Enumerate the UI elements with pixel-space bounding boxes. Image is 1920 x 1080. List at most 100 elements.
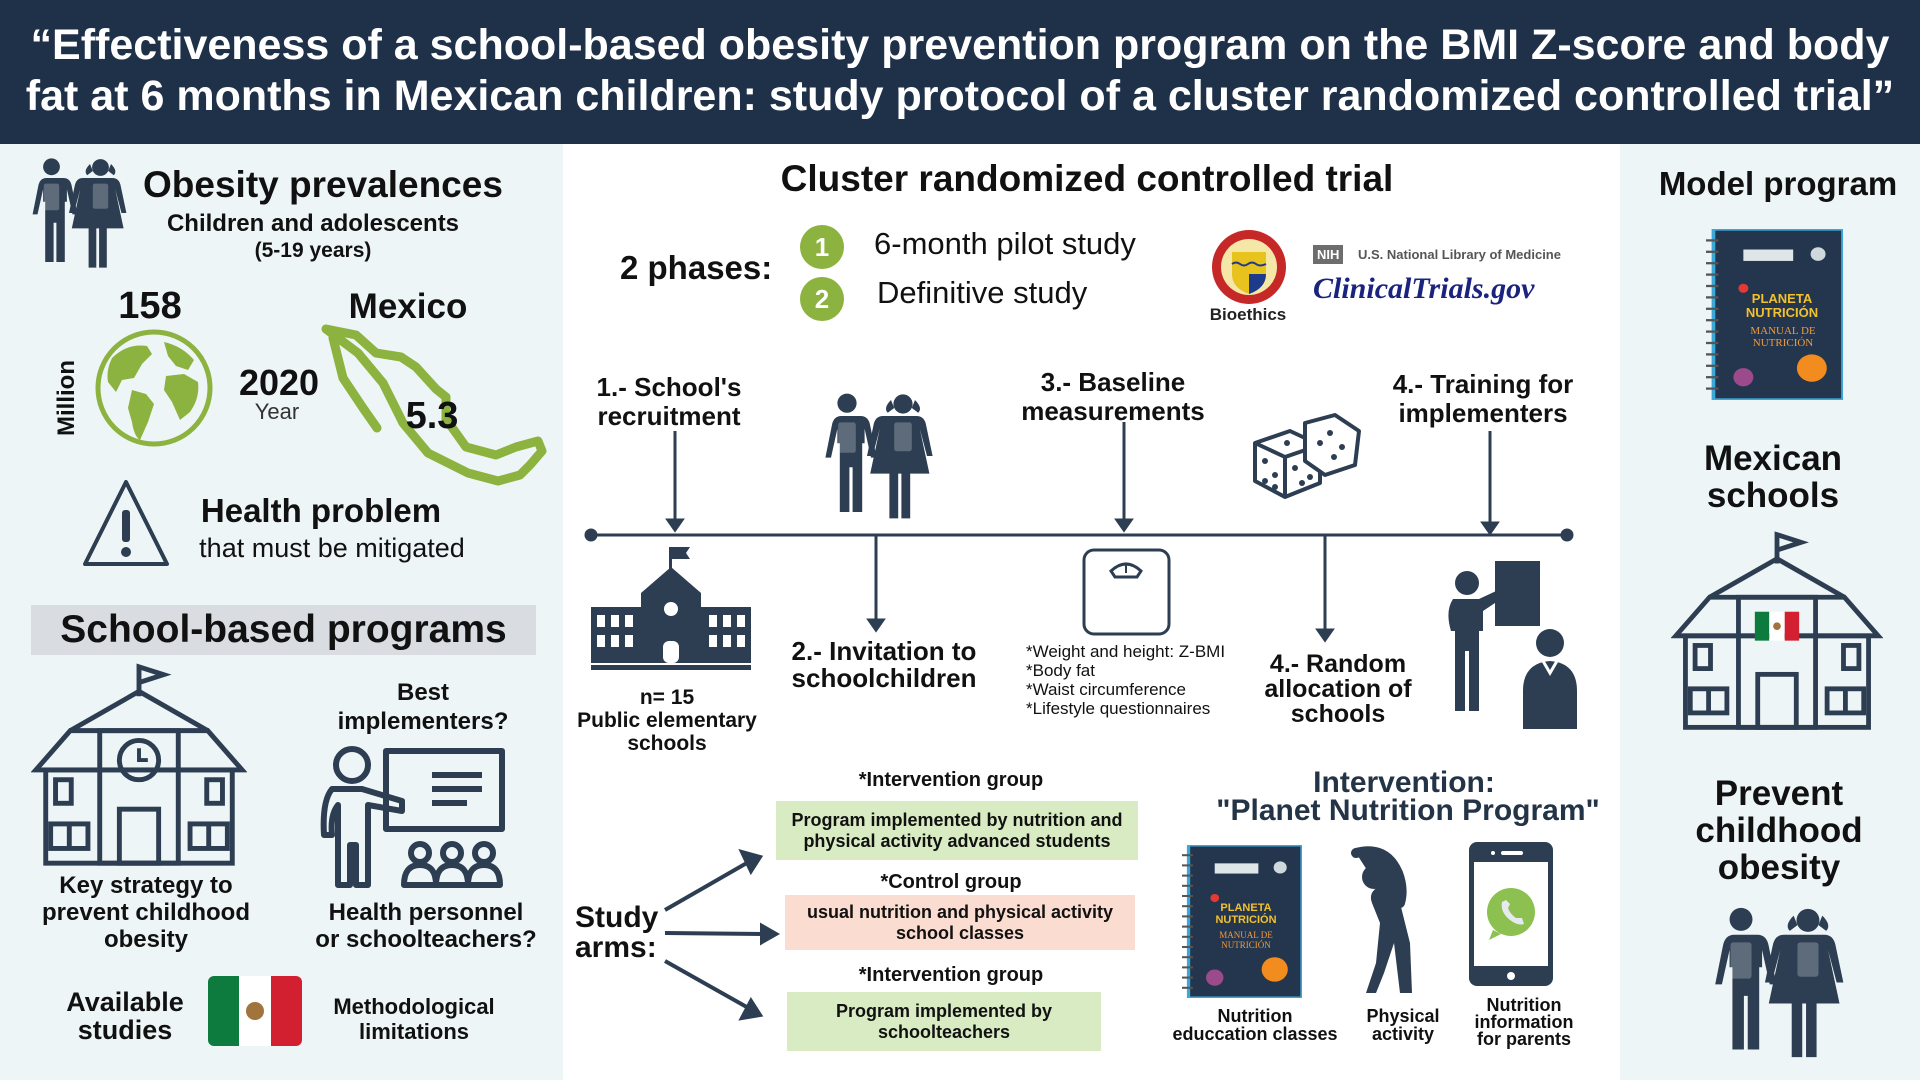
title-banner: “Effectiveness of a school-based obesity… — [0, 0, 1920, 144]
phase-label: Definitive study — [877, 275, 1088, 310]
key-strategy-line: prevent childhood — [41, 899, 251, 926]
health-problem-subtitle: that must be mitigated — [199, 533, 465, 563]
phase-number-badge: 1 — [800, 225, 844, 269]
mexico-map-icon — [321, 324, 547, 486]
prevalence-title: Obesity prevalences — [143, 164, 503, 205]
step-3-line: 3.- Baseline — [1040, 367, 1186, 397]
arm-label: *Control group — [880, 871, 1022, 893]
step-4-training-line: implementers — [1398, 398, 1568, 428]
globe-icon — [95, 329, 213, 447]
key-strategy-line: Key strategy to — [59, 872, 233, 899]
mexico-flag-icon — [208, 976, 302, 1046]
teacher-icon — [320, 746, 505, 888]
study-arms-label: Study arms: — [575, 903, 658, 963]
whatsapp-phone-icon — [1469, 842, 1553, 986]
mexican-schools-line: Mexican — [1703, 439, 1843, 478]
mexican-schools-title: Mexican schools — [1704, 440, 1842, 514]
children-icon — [1715, 907, 1844, 1058]
prevent-obesity-title: Prevent childhood obesity — [1695, 775, 1862, 886]
step-4-training-line: 4.- Training for — [1392, 369, 1574, 399]
phase-label: 6-month pilot study — [874, 226, 1136, 261]
arm-description-line: usual nutrition and physical activity — [806, 901, 1114, 922]
prevent-obesity-line: Prevent — [1714, 774, 1844, 813]
health-personnel-text: Health personnel or schoolteachers? — [315, 899, 536, 953]
mexican-schools-line: schools — [1706, 476, 1840, 515]
step-2-label: 2.- Invitation to schoolchildren — [792, 638, 977, 692]
phase-number-badge: 2 — [800, 277, 844, 321]
methodological-line: Methodological — [333, 994, 495, 1019]
schools-count-line: Public elementary — [577, 709, 757, 732]
step-4-training-label: 4.- Training for implementers — [1393, 370, 1574, 428]
component-label-line: educcation classes — [1172, 1024, 1338, 1044]
model-program-title: Model program — [1658, 165, 1898, 202]
measurement-item: *Weight and height: Z-BMI — [1026, 642, 1226, 661]
model-book-title: PLANETA NUTRICIÓN — [1745, 291, 1819, 320]
health-personnel-line: or schoolteachers? — [315, 926, 537, 953]
school-clock-icon — [31, 661, 247, 869]
study-arms-line: Study — [575, 901, 659, 934]
year-label: Year — [254, 399, 300, 424]
study-arms-line: arms: — [575, 931, 657, 964]
school-building-icon — [591, 547, 751, 670]
component-label-line: Nutrition — [1217, 1006, 1293, 1026]
trial-title: Cluster randomized controlled trial — [780, 158, 1394, 199]
measurements-list: *Weight and height: Z-BMI *Body fat *Wai… — [1026, 642, 1225, 718]
book-title: PLANETA NUTRICIÓN — [1215, 902, 1277, 926]
best-implementers-text: Best implementers? — [338, 678, 509, 736]
component-label-line: activity — [1371, 1024, 1435, 1044]
arm-description-line: physical activity advanced students — [803, 830, 1111, 851]
step-1-line: 1.- School's — [596, 372, 742, 402]
phases-label: 2 phases: — [620, 249, 773, 286]
arm-label: *Intervention group — [858, 769, 1044, 791]
clinicaltrials-logo: ClinicalTrials.gov — [1313, 272, 1535, 305]
prevent-obesity-line: childhood — [1695, 811, 1863, 850]
university-seal-logo — [1212, 230, 1286, 304]
key-strategy-text: Key strategy to prevent childhood obesit… — [42, 872, 250, 953]
component-label-line: information — [1474, 1012, 1574, 1032]
component-label: Nutrition educcation classes — [1172, 1007, 1337, 1043]
step-1-label: 1.- School's recruitment — [597, 373, 742, 431]
component-label: Physical activity — [1366, 1007, 1439, 1043]
step-1-line: recruitment — [597, 401, 741, 431]
mexican-school-icon — [1671, 527, 1883, 735]
dice-icon — [1253, 413, 1361, 499]
warning-icon — [83, 480, 169, 566]
weighing-scale-icon — [1082, 548, 1171, 636]
nlm-label: U.S. National Library of Medicine — [1358, 247, 1561, 262]
step-4-random-label: 4.- Random allocation of schools — [1264, 652, 1411, 727]
arm-description-line: schoolteachers — [877, 1021, 1011, 1042]
title-line-1: “Effectiveness of a school-based obesity… — [30, 21, 1890, 69]
mexico-value: 5.3 — [405, 395, 459, 437]
world-value: 158 — [118, 285, 182, 327]
step-3-label: 3.- Baseline measurements — [1021, 368, 1205, 426]
step-4-random-line: allocation of — [1264, 675, 1412, 703]
measurement-item: *Body fat — [1026, 661, 1095, 680]
best-implementers-line: implementers? — [337, 708, 509, 735]
step-4-random-line: schools — [1290, 700, 1386, 728]
stretching-person-icon — [1351, 846, 1412, 993]
year-value: 2020 — [238, 362, 320, 403]
trainer-icon — [1448, 561, 1577, 729]
intervention-title: Intervention: — [1313, 766, 1495, 799]
arm-description-line: Program implemented by — [835, 1000, 1053, 1021]
intervention-program-name: "Planet Nutrition Program" — [1216, 794, 1600, 827]
measurement-item: *Lifestyle questionnaires — [1026, 699, 1211, 718]
measurement-item: *Waist circumference — [1026, 680, 1186, 699]
step-2-line: 2.- Invitation to — [791, 636, 977, 666]
available-studies-text: Available studies — [66, 988, 184, 1044]
available-studies-line: studies — [77, 1015, 173, 1045]
prevalence-subtitle: Children and adolescents — [166, 210, 460, 237]
schools-count-line: schools — [627, 732, 707, 755]
book-subtitle: MANUAL DE NUTRICIÓN — [1219, 930, 1273, 950]
bioethics-label: Bioethics — [1209, 305, 1287, 324]
component-label-line: Physical — [1366, 1006, 1440, 1026]
arm-label: *Intervention group — [858, 964, 1044, 986]
step-2-line: schoolchildren — [791, 663, 977, 693]
prevalence-age-range: (5-19 years) — [254, 239, 372, 262]
methodological-limitations-text: Methodological limitations — [333, 994, 494, 1044]
key-strategy-line: obesity — [103, 926, 189, 953]
